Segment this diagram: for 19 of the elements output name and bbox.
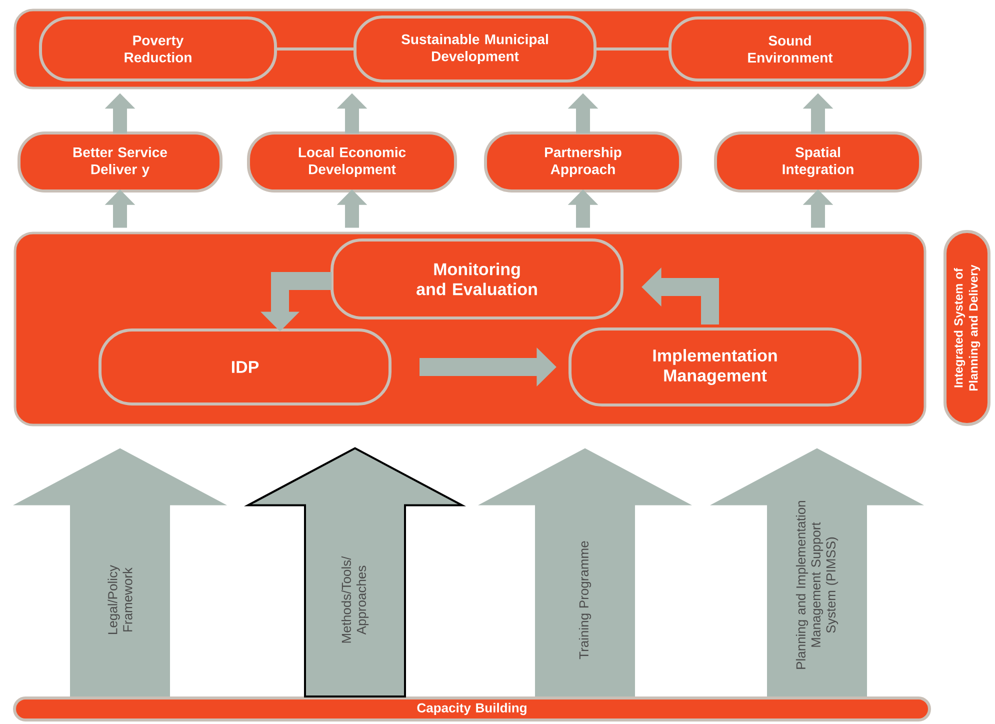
rounded-box: Better Service Deliver y [18,132,222,192]
rounded-box: Monitoring and Evaluation [330,238,624,320]
rounded-box: Sound Environment [668,16,912,82]
edge-label: Legal/Policy Framework [106,532,134,668]
rounded-box: IDP [98,328,392,406]
side-label-box: Integrated System of Planning and Delivery [944,230,990,426]
rounded-box: Partnership Approach [484,132,682,192]
rounded-box: Implementation Management [568,328,862,406]
rounded-box: Spatial Integration [714,132,922,192]
base-bar: Capacity Building [13,696,931,722]
connector-line [596,48,668,50]
edge-label: Training Programme [578,532,592,668]
rounded-box: Sustainable Municipal Development [354,16,596,82]
connector-line [277,48,354,50]
rounded-box: Poverty Reduction [39,16,277,82]
block-arrow [478,448,692,696]
rounded-box: Local Economic Development [247,132,457,192]
edge-label: Planning and Implementation Management Support System (PIMSS) [794,492,840,678]
edge-label: Methods/Tools/ Approaches [340,532,370,668]
